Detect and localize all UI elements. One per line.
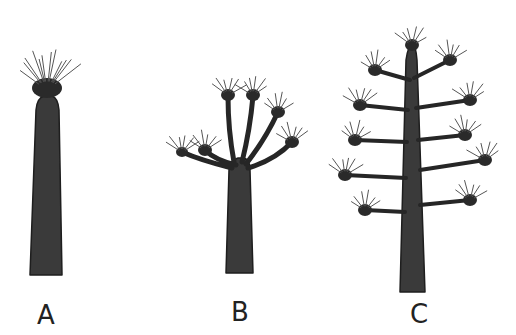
pollard-knob	[478, 154, 492, 166]
branches	[182, 60, 485, 212]
sprout-lines	[352, 190, 380, 208]
branches-c	[345, 60, 485, 212]
sprout-lines	[190, 130, 221, 148]
trunk-b	[226, 158, 253, 273]
sprout-lines	[467, 142, 498, 158]
sprout-lines	[435, 40, 466, 58]
tree-label: C	[410, 301, 428, 327]
pollard-knob	[285, 136, 299, 148]
sprout-lines	[342, 120, 370, 138]
sprout-lines	[450, 115, 481, 133]
sprouts	[20, 27, 498, 208]
trunk-a	[30, 96, 62, 275]
branches-b	[182, 96, 292, 168]
sprout-lines	[456, 181, 487, 198]
sprout-lines	[235, 77, 266, 93]
pollard-knob	[463, 94, 477, 106]
sprout-lines	[452, 82, 483, 98]
pollard-knob	[348, 134, 362, 146]
pollard-knob	[176, 147, 188, 157]
sprout-lines	[20, 50, 80, 84]
pollard-knob	[32, 78, 62, 98]
pollard-knob	[358, 204, 372, 216]
tree-label: B	[231, 299, 249, 325]
pollard-knob	[338, 169, 352, 181]
sprout-lines	[277, 122, 308, 140]
pollard-knob	[198, 144, 212, 156]
pollard-knob	[443, 54, 457, 66]
tree-label: A	[37, 302, 55, 328]
sprout-lines	[212, 78, 246, 93]
pollard-knob	[353, 99, 367, 111]
pollard-knob	[405, 39, 419, 51]
trunks	[30, 44, 425, 292]
pollard-knob	[458, 129, 472, 141]
sprout-lines	[166, 136, 199, 150]
pollard-knobs	[32, 39, 492, 216]
sprout-lines	[395, 27, 426, 43]
sprout-lines	[265, 92, 294, 110]
sprout-lines	[361, 50, 389, 68]
sprout-lines	[329, 158, 363, 173]
pollard-knob	[221, 89, 235, 101]
pollard-knob	[368, 64, 382, 76]
sprout-lines	[343, 88, 377, 103]
pollard-knob	[271, 106, 285, 118]
pollard-knob	[463, 194, 477, 206]
pollard-knob	[246, 89, 260, 101]
